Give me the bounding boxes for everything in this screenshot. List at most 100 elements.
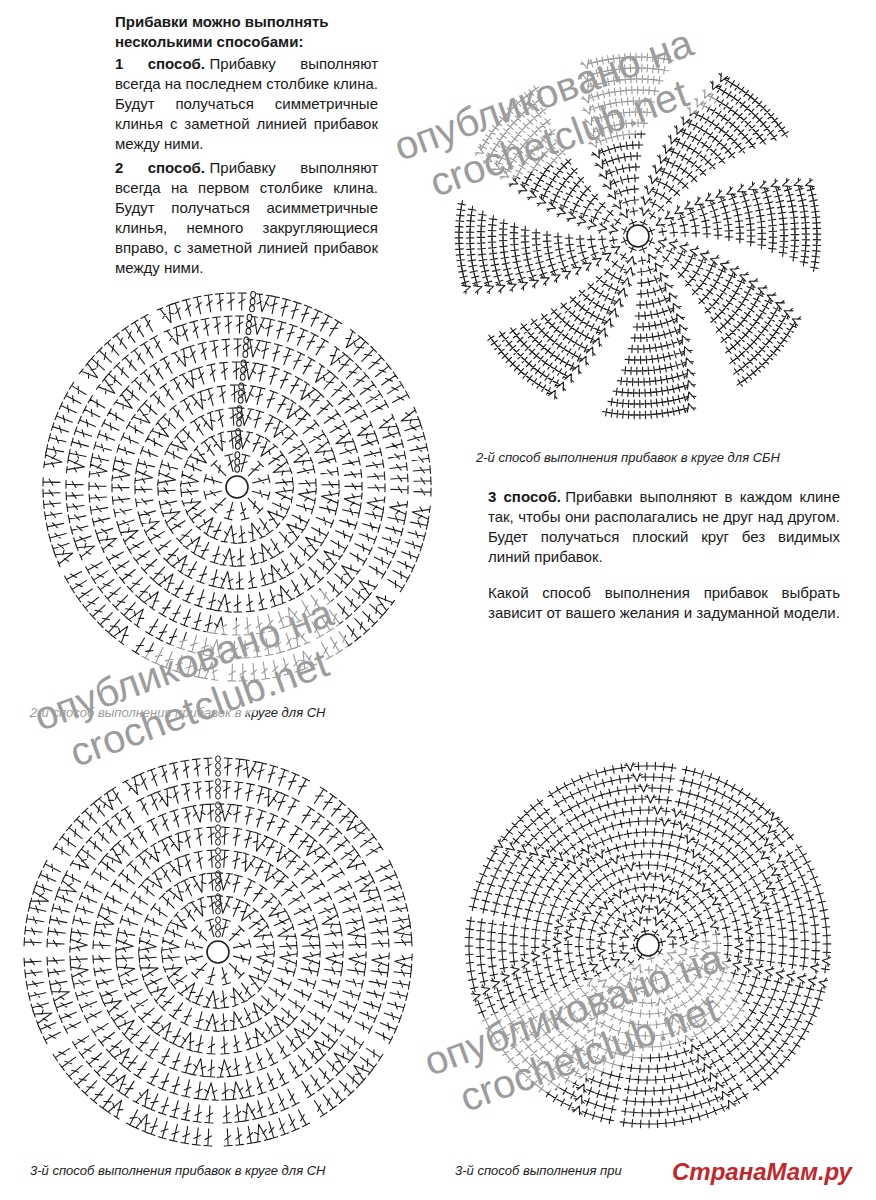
stitch-symbol: [259, 341, 270, 359]
stitch-symbol: [236, 408, 254, 427]
stitch-symbol: [727, 271, 737, 281]
stitch-symbol: [322, 480, 339, 488]
stitch-symbol: [84, 881, 103, 896]
stitch-symbol: [665, 351, 674, 360]
stitch-symbol: [366, 988, 384, 1000]
stitch-symbol: [122, 1079, 138, 1098]
stitch-symbol: [57, 878, 79, 899]
stitch-symbol: [277, 371, 291, 390]
stitch-symbol: [245, 496, 263, 514]
stitch-symbol: [554, 367, 564, 377]
stitch-symbol: [265, 765, 278, 784]
stitch-symbol: [366, 355, 384, 372]
stitch-symbol: [257, 567, 269, 586]
stitch-symbol: [156, 622, 171, 641]
stitch-symbol: [136, 1033, 153, 1051]
stitch-symbol: [112, 465, 131, 483]
stitch-symbol: [228, 1081, 246, 1100]
stitch-symbol: [207, 592, 218, 610]
stitch-symbol: [140, 447, 159, 461]
stitch-symbol: [545, 255, 554, 264]
stitch-symbol: [662, 375, 671, 384]
stitch-symbol: [342, 987, 361, 1000]
stitch-symbol: [673, 372, 682, 381]
stitch-symbol: [638, 256, 647, 265]
stitch-symbol: [674, 406, 683, 415]
stitch-symbol: [389, 499, 408, 517]
stitch-symbol: [691, 268, 701, 278]
stitch-symbol: [582, 203, 592, 213]
stitch-symbol: [325, 950, 343, 967]
stitch-symbol: [391, 485, 408, 493]
stitch-symbol: [145, 915, 164, 929]
stitch-symbol: [275, 477, 293, 487]
stitch-symbol: [788, 202, 797, 211]
stitch-symbol: [39, 871, 58, 885]
stitch-symbol: [207, 1060, 216, 1077]
magic-ring: [627, 225, 649, 247]
stitch-symbol: [197, 565, 211, 584]
stitch-symbol: [264, 562, 285, 584]
stitch-symbol: [203, 990, 221, 1009]
stitch-symbol: [97, 610, 115, 628]
stitch-symbol: [271, 873, 288, 891]
stitch-symbol: [366, 904, 384, 916]
stitch-symbol: [242, 830, 254, 848]
stitch-symbol: [363, 448, 381, 460]
stitch-symbol: [754, 312, 765, 323]
stitch-symbol: [165, 926, 184, 940]
stitch-symbol: [334, 527, 353, 541]
stitch-symbol: [362, 520, 381, 532]
stitch-symbol: [136, 496, 154, 507]
stitch-symbol: [103, 993, 125, 1015]
stitch-symbol: [636, 301, 644, 309]
stitch-symbol: [396, 558, 415, 572]
stitch-symbol: [131, 348, 148, 366]
stitch-symbol: [248, 1025, 270, 1047]
stitch-symbol: [254, 786, 266, 804]
stitch-symbol: [241, 879, 255, 898]
stitch-symbol: [651, 260, 665, 273]
stitch-symbol: [234, 1127, 244, 1145]
stitch-symbol: [737, 298, 748, 309]
stitch-symbol: [329, 537, 348, 552]
stitch-symbol: [695, 124, 705, 134]
stitch-symbol: [194, 828, 205, 846]
chain-symbol: [216, 809, 221, 815]
stitch-symbol: [182, 1079, 194, 1097]
stitch-symbol: [226, 960, 244, 978]
stitch-symbol: [147, 1067, 162, 1086]
stitch-symbol: [368, 915, 386, 926]
stitch-symbol: [608, 307, 621, 318]
stitch-symbol: [274, 1067, 289, 1086]
stitch-symbol: [284, 324, 297, 343]
stitch-symbol: [521, 226, 529, 234]
stitch-symbol: [691, 222, 700, 231]
stitch-symbol: [93, 954, 110, 963]
stitch-symbol: [559, 344, 570, 355]
stitch-symbol: [689, 245, 700, 258]
stitch-symbol: [657, 342, 666, 351]
stitch-symbol: [274, 485, 293, 503]
stitch-symbol: [643, 289, 652, 298]
stitch-symbol: [126, 422, 145, 437]
stitch-symbol: [254, 294, 272, 313]
stitch-symbol: [306, 1008, 325, 1024]
stitch-symbol: [90, 504, 108, 515]
stitch-symbol: [26, 915, 44, 926]
stitch-symbol: [138, 507, 157, 519]
stitch-symbol: [661, 180, 671, 190]
stitch-symbol: [172, 579, 187, 598]
stitch-symbol: [637, 290, 645, 298]
stitch-symbol: [103, 820, 120, 838]
stitch-symbol: [94, 965, 112, 976]
stitch-symbol: [499, 219, 507, 227]
stitch-symbol: [150, 391, 167, 409]
stitch-symbol: [247, 546, 259, 564]
stitch-symbol: [690, 121, 700, 131]
stitch-symbol: [141, 928, 159, 940]
stitch-symbol: [319, 503, 337, 515]
stitch-symbol: [482, 272, 491, 281]
stitch-symbol: [96, 347, 114, 365]
stitch-symbol: [182, 299, 194, 318]
